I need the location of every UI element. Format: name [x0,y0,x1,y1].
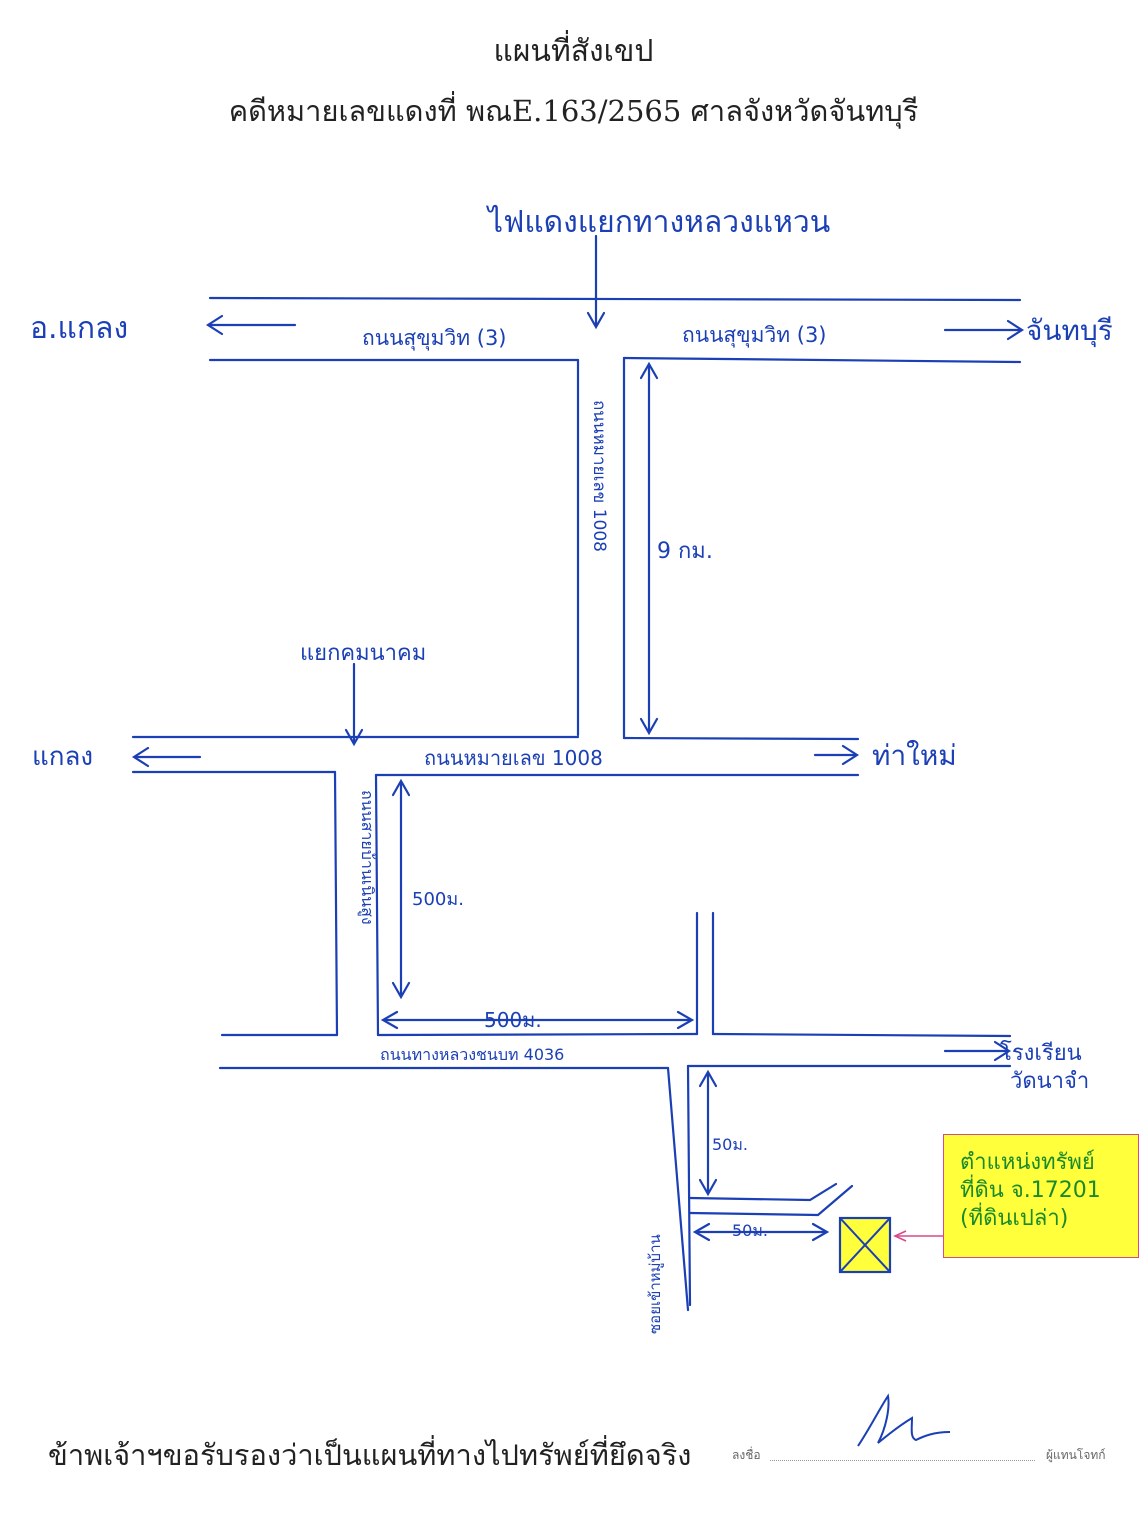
label-road-4036: ถนนทางหลวงชนบท 4036 [380,1045,564,1064]
sign-role: ผู้แทนโจทก์ [1046,1448,1106,1462]
property-legend: ตำแหน่งทรัพย์ ที่ดิน จ.17201 (ที่ดินเปล่… [943,1134,1139,1258]
label-distance-9km: 9 กม. [657,539,713,564]
road-1008h-top-right-edge [622,736,860,741]
label-side-road-vertical: ถนนสายบ้านเนินสูง [357,790,377,925]
label-west-destination: อ.แกลง [30,311,128,346]
legend-line-3: (ที่ดินเปล่า) [960,1206,1069,1231]
signature-line [770,1460,1035,1461]
page-title: แผนที่สังเขป [493,34,654,69]
label-distance-500m-horizontal: 500ม. [484,1008,542,1032]
side-road-left-edge [333,770,339,1037]
side-road-right-edge [374,773,380,1037]
road-sukhumvit-bottom-right-edge [622,356,1022,364]
label-junction: แยกคมนาคม [300,641,426,666]
property-marker [838,1216,892,1274]
access-road-lower [688,1184,854,1217]
road-4036-top-right-edge [711,1032,1012,1038]
road-4036-top-mid-edge [376,1032,699,1037]
label-road-1008-horizontal: ถนนหมายเลข 1008 [424,746,603,770]
label-top-landmark: ไฟแดงแยกทางหลวงแหวน [486,204,830,240]
lane-left-edge [666,1066,690,1312]
case-number: คดีหมายเลขแดงที่ พณE.163/2565 ศาลจังหวัด… [228,94,919,128]
label-east-destination: จันทบุรี [1026,314,1113,348]
label-distance-50m-vertical: 50ม. [712,1135,748,1154]
label-east-destination-3-line2: วัดนาจำ [1010,1069,1089,1094]
label-road-sukhumvit-left: ถนนสุขุมวิท (3) [362,326,507,351]
label-road-1008-vertical: ถนนหมายเลข 1008 [589,400,609,552]
sign-label: ลงชื่อ [732,1448,761,1462]
label-west-destination-2: แกลง [32,742,93,772]
signature-mark [857,1393,951,1447]
legend-line-2: ที่ดิน จ.17201 [960,1178,1101,1203]
legend-pointer [893,1230,943,1242]
lane-right-edge [686,1064,692,1307]
certification-text: ข้าพเจ้าฯขอรับรองว่าเป็นแผนที่ทางไปทรัพย… [48,1438,692,1472]
access-road-upper [688,1182,838,1202]
label-east-destination-3-line1: โรงเรียน [1000,1040,1082,1066]
label-lane-vertical: ซอยเข้าหมู่บ้าน [646,1234,664,1334]
label-distance-500m-vertical: 500ม. [412,889,464,910]
road-sukhumvit-top-edge [208,296,1022,302]
legend-line-1: ตำแหน่งทรัพย์ [960,1150,1095,1175]
label-road-sukhumvit-right: ถนนสุขุมวิท (3) [682,323,827,348]
label-distance-50m-horizontal: 50ม. [732,1221,768,1240]
label-east-destination-2: ท่าใหม่ [872,739,957,772]
